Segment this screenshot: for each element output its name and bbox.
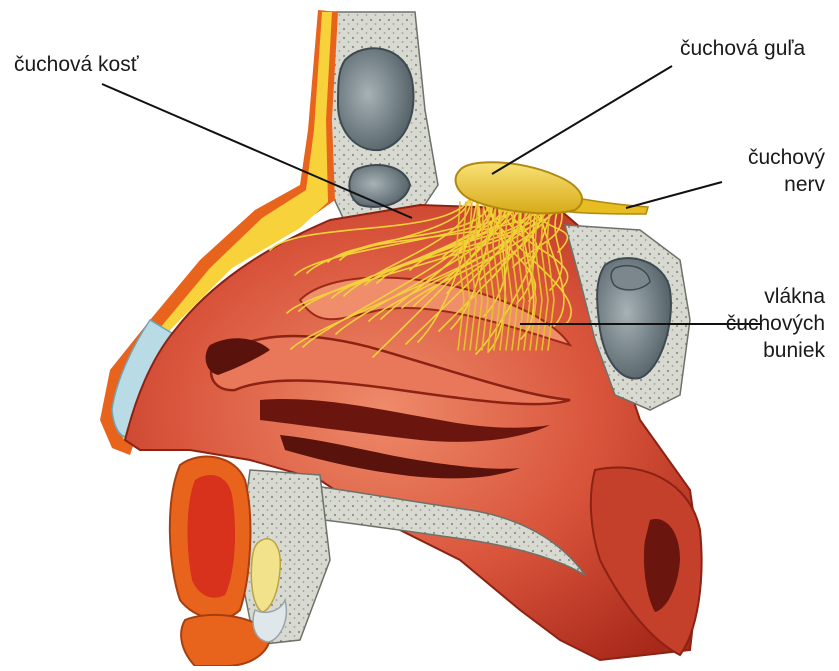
label-olfactory-nerve-line-2: nerv xyxy=(784,172,825,198)
frontal-sinus xyxy=(338,48,413,150)
leader-line-olfactory-nerve xyxy=(626,182,722,208)
label-olfactory-nerve-line-1: čuchový xyxy=(748,145,825,171)
label-receptor-fibers-line-1: vlákna xyxy=(764,284,825,310)
label-olfactory-bulb: čuchová guľa xyxy=(680,36,805,62)
olfactory-bulb-shape xyxy=(456,162,582,213)
leader-line-olfactory-bulb xyxy=(492,66,672,174)
label-receptor-fibers-line-3: buniek xyxy=(763,338,825,364)
upper-lip-inner xyxy=(187,475,235,598)
label-receptor-fibers-line-2: čuchových xyxy=(726,311,825,337)
label-olfactory-bone: čuchová kosť xyxy=(14,52,139,78)
